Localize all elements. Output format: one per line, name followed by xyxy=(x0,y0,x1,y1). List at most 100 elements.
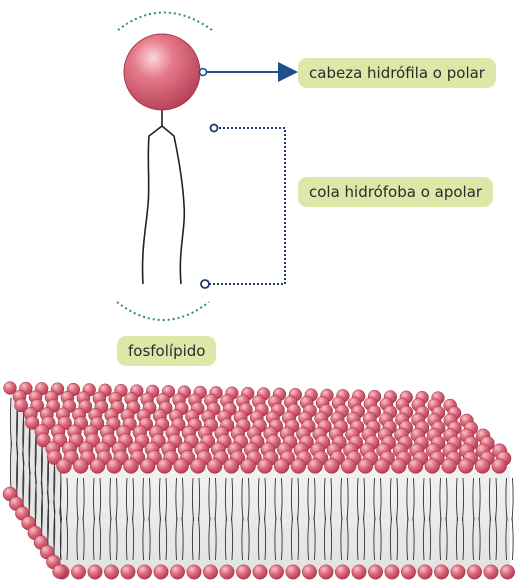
lipid-tail-pair xyxy=(224,477,234,561)
lipid-head xyxy=(120,564,136,580)
lipid-head xyxy=(483,564,499,580)
phospholipid-molecule xyxy=(123,33,201,285)
phospholipid-label: fosfolípido xyxy=(117,336,217,366)
lipid-head xyxy=(25,415,40,430)
tail-right xyxy=(161,125,186,285)
lipid-bilayer xyxy=(2,381,515,580)
lipid-head xyxy=(357,458,373,474)
lipid-head xyxy=(140,458,156,474)
lipid-tail-pair xyxy=(208,477,217,561)
lipid-head xyxy=(340,458,357,474)
lipid-head xyxy=(56,458,72,474)
lipid-head xyxy=(46,449,62,465)
lipid-tail-pair xyxy=(191,477,201,561)
lipid-head xyxy=(186,564,202,580)
lipid-head xyxy=(500,564,515,580)
lipid-head xyxy=(71,564,86,580)
lipid-tail-pair xyxy=(307,477,316,561)
front-tails xyxy=(59,477,514,561)
lipid-head xyxy=(474,458,491,474)
lipid-tail-pair xyxy=(323,477,333,561)
lipid-head xyxy=(351,564,367,580)
lipid-head xyxy=(123,458,139,474)
head-pointer xyxy=(198,62,298,82)
lipid-head xyxy=(324,458,340,474)
lipid-tail-pair xyxy=(109,477,118,561)
lipid-head xyxy=(240,458,256,474)
lipid-head xyxy=(285,564,301,580)
lipid-head xyxy=(87,564,103,580)
lipid-head xyxy=(156,458,173,474)
lipid-tail-pair xyxy=(92,477,102,561)
lipid-head xyxy=(89,458,106,474)
tail-left xyxy=(141,125,163,285)
lipid-head xyxy=(173,458,189,474)
lipid-tail-pair xyxy=(158,477,168,561)
lipid-head xyxy=(307,458,323,474)
lipid-tail-pair xyxy=(356,477,366,561)
lipid-tail-pair xyxy=(340,477,349,561)
lipid-tail-pair xyxy=(505,477,514,561)
lipid-head xyxy=(153,564,169,580)
lipid-head xyxy=(491,458,507,474)
lipid-tail-pair xyxy=(76,477,85,561)
hydrophilic-head xyxy=(123,33,201,111)
lipid-head xyxy=(257,458,273,474)
lipid-head xyxy=(302,564,317,580)
lipid-head xyxy=(73,458,89,474)
lipid-tail-pair xyxy=(455,477,465,561)
lipid-head xyxy=(407,458,424,474)
lipid-head xyxy=(290,458,307,474)
lipid-head xyxy=(203,564,218,580)
tail-bracket xyxy=(200,123,286,289)
lipid-head xyxy=(170,564,185,580)
lipid-head xyxy=(269,564,284,580)
lipid-head xyxy=(401,564,416,580)
rotation-arc-top xyxy=(117,11,213,31)
lipid-tail-pair xyxy=(59,477,69,561)
lipid-head xyxy=(273,458,290,474)
lipid-head xyxy=(384,564,400,580)
lipid-tail-pair xyxy=(125,477,135,561)
side-tails xyxy=(9,397,62,558)
lipid-head xyxy=(14,398,28,413)
lipid-head xyxy=(104,564,119,580)
lipid-head xyxy=(137,564,152,580)
lipid-head xyxy=(223,458,240,474)
lipid-head xyxy=(441,458,457,474)
lipid-tail-pair xyxy=(274,477,283,561)
lipid-head xyxy=(190,458,206,474)
lipid-head xyxy=(467,564,482,580)
lipid-tail-pair xyxy=(472,477,481,561)
lipid-tail-pair xyxy=(406,477,415,561)
lipid-tail-pair xyxy=(488,477,498,561)
lipid-head xyxy=(424,458,440,474)
lipid-tail-pair xyxy=(257,477,267,561)
rotation-arc-bottom xyxy=(116,301,210,321)
bottom-head-row xyxy=(54,564,515,580)
lipid-tail-pair xyxy=(53,465,62,558)
lipid-head xyxy=(368,564,383,580)
lipid-head xyxy=(335,564,350,580)
lipid-head xyxy=(36,432,51,448)
lipid-head xyxy=(52,564,67,579)
lipid-head xyxy=(318,564,334,580)
lipid-head xyxy=(236,564,251,580)
lipid-head xyxy=(374,458,390,474)
lipid-tail-pair xyxy=(290,477,300,561)
lipid-tail-pair xyxy=(439,477,448,561)
lipid-head xyxy=(450,564,466,580)
lipid-head xyxy=(458,458,474,474)
lipid-tail-pair xyxy=(389,477,399,561)
lipid-tail-pair xyxy=(373,477,382,561)
lipid-head xyxy=(106,458,122,474)
lipid-tail-pair xyxy=(142,477,151,561)
lipid-head xyxy=(434,564,449,580)
lipid-head xyxy=(417,564,433,580)
hydrophilic-head-label: cabeza hidrófila o polar xyxy=(298,58,496,88)
hydrophobic-tail-label: cola hidrófoba o apolar xyxy=(298,177,494,207)
lipid-head xyxy=(391,458,407,474)
lipid-tail-pair xyxy=(422,477,432,561)
lipid-tail-pair xyxy=(175,477,184,561)
